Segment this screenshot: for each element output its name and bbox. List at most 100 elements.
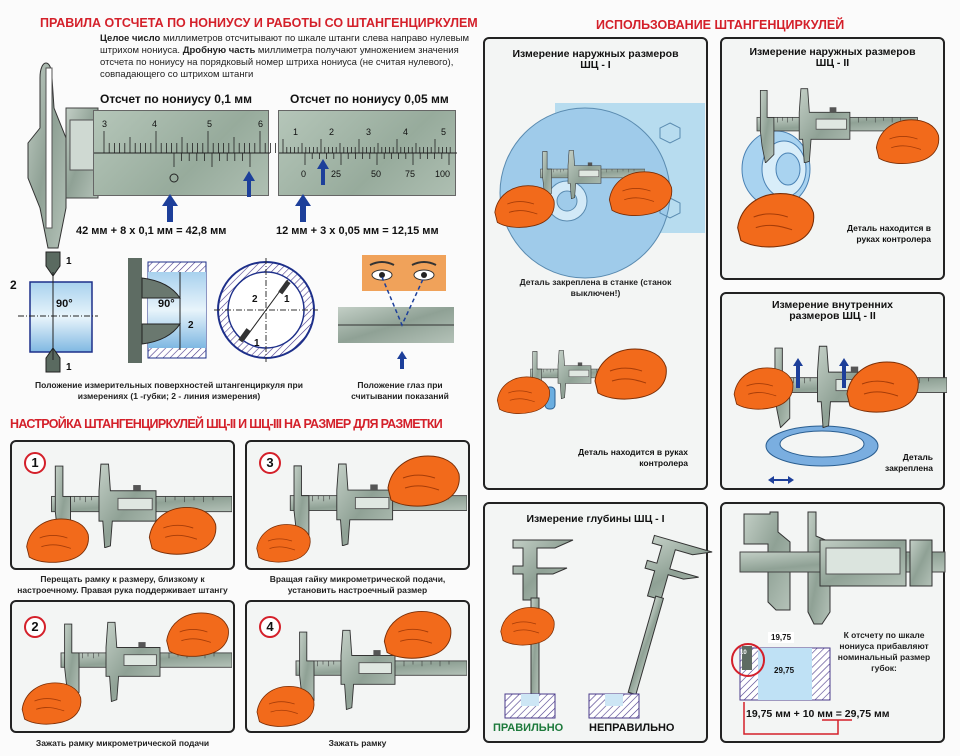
vernier-005-formula: 12 мм + 3 x 0,05 мм = 12,15 мм [276,225,439,237]
step-number-badge: 2 [24,616,46,638]
vernier-005-label: Отсчет по нониусу 0,05 мм [290,92,449,106]
step-number-badge: 4 [259,616,281,638]
coincidence-arrow-icon [243,171,255,197]
vernier-01-formula: 42 мм + 8 x 0,1 мм = 42,8 мм [76,225,227,237]
inner-measure-panel: Измерение внутренних размеров ШЦ - II Де… [720,292,945,490]
zero-arrow-icon [295,194,311,222]
measurement-line-label: 2 [10,278,17,292]
jaw-size-label: 10 [740,650,747,656]
caliper-jaw-illustration [27,62,99,249]
hand-icon [730,185,820,249]
bore-dimension: 29,75 [774,666,795,675]
intro-bold-2: Дробную часть [182,45,256,56]
formula-jaw-size: 10 мм [802,708,833,720]
tick-label: 100 [435,169,451,179]
usage-heading: ИСПОЛЬЗОВАНИЕ ШТАНГЕНЦИРКУЛЕЙ [596,18,845,32]
hand-icon [22,512,92,564]
intro-bold-1: Целое число [100,33,161,44]
hand-icon [18,676,84,726]
panel-caption: Деталь находится в руках контролера [846,223,931,244]
angle-label: 90° [56,298,73,310]
depth-measure-panel: Измерение глубины ШЦ - I ПРАВИЛЬНО НЕПРА… [483,502,713,743]
vernier-005-ticks [279,139,457,185]
panel-caption: Деталь закреплена в станке (станок выклю… [519,277,672,298]
step-panel-4: 4 [245,600,470,733]
depth-caliper-wrong-icon [627,534,713,696]
jaw-label: 1 [66,362,72,373]
ring-part-icon [765,425,879,467]
jaw-gap-dimension: 19,75 [768,632,795,643]
hand-icon [585,341,675,401]
panel-title: Измерение глубины ШЦ - I [526,513,665,525]
outer-jaws-diagram [18,251,98,373]
hand-icon [253,680,317,728]
panel-title: Измерение наружных размеров ШЦ - I [512,48,679,71]
intro-text-2: миллиметра получают умножением значения … [100,45,459,80]
panel-caption: Деталь закреплена [884,452,933,473]
outer-measure-shc1-panel: Измерение наружных размеров ШЦ - I Детал… [483,37,708,490]
jaw-label: 1 [284,294,290,305]
hand-icon [162,606,232,658]
step-panel-3: 3 [245,440,470,570]
eye-position-diagram [338,255,454,369]
hand-icon [872,109,942,169]
hand-icon [842,348,922,420]
correct-label: ПРАВИЛЬНО [493,722,564,734]
step-panel-2: 2 [10,600,235,733]
zero-arrow-icon [162,194,178,222]
hand-icon [377,604,457,660]
formula-part: = 29,75 мм [832,708,890,720]
up-arrows-icon [793,358,849,388]
part-block-icon [588,693,640,719]
tick-label: 4 [152,119,158,129]
hand-icon [142,500,222,556]
outer-measure-shc2-panel: Измерение наружных размеров ШЦ - II Дета… [720,37,945,280]
step-number-badge: 1 [24,452,46,474]
hand-icon [605,151,675,231]
tick-label: 6 [258,119,264,129]
formula-part: 19,75 мм + [746,708,803,720]
step-panel-1: 1 [10,440,235,570]
vernier-01-ticks [94,131,282,197]
tick-label: 0 [301,169,307,179]
measurement-line-label: 2 [252,294,258,305]
nominal-formula: 19,75 мм + 10 мм = 29,75 мм [746,708,890,720]
nominal-jaw-panel: 19,75 10 29,75 К отсчету по шкале нониус… [720,502,946,743]
bore-diagram [214,258,318,362]
angle-label: 90° [158,298,175,310]
vernier-rules-heading: ПРАВИЛА ОТСЧЕТА ПО НОНИУСУ И РАБОТЫ СО Ш… [40,16,478,30]
hand-icon [253,518,313,564]
tick-label: 3 [102,119,108,129]
hand-icon [493,371,553,415]
vernier-rules-text: Целое число миллиметров отсчитывают по ш… [100,33,472,81]
tick-label: 4 [403,127,409,137]
part-block-icon [504,693,556,719]
hand-icon [497,584,557,664]
wrong-label: НЕПРАВИЛЬНО [589,722,675,734]
jaw-label: 1 [254,338,260,349]
tick-label: 75 [405,169,416,179]
step-number-badge: 3 [259,452,281,474]
vernier-01-label: Отсчет по нониусу 0,1 мм [100,92,253,106]
rotate-arrow-icon [768,476,794,484]
panel-title: Измерение внутренних размеров ШЦ - II [771,299,894,322]
measurement-line-label: 2 [188,320,194,331]
tick-label: 2 [329,127,335,137]
panel-title: Измерение наружных размеров ШЦ - II [749,46,916,69]
jaw-label: 1 [66,256,72,267]
callout-line [743,702,852,735]
panel-caption: Деталь находится в руках контролера [578,447,688,468]
depth-caliper-correct-icon [512,539,574,699]
hatched-part-icon [731,643,831,701]
tick-label: 5 [207,119,213,129]
surfaces-caption: Положение измерительных поверхностей шта… [35,380,303,401]
caliper-closeup-icon [739,511,946,625]
tick-label: 3 [366,127,372,137]
hand-icon [381,448,465,508]
hand-icon [489,179,559,229]
step-caption-3: Вращая гайку микрометрической подачи, ус… [269,574,446,595]
coincidence-arrow-icon [317,159,329,185]
intro-text-1: миллиметров отсчитывают по шкале штанги … [100,33,470,56]
tick-label: 5 [441,127,447,137]
setup-heading: НАСТРОЙКА ШТАНГЕНЦИРКУЛЕЙ ШЦ-II И ШЦ-III… [10,417,443,431]
